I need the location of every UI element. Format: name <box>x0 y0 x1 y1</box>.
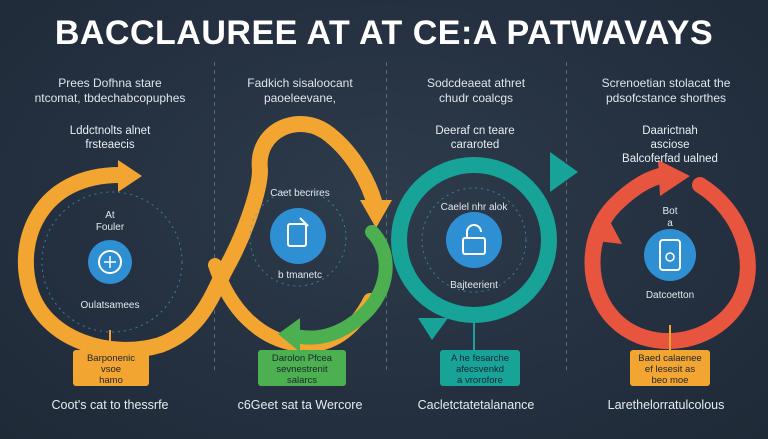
col1-badge: Barponenic vsoe hamo <box>73 350 149 386</box>
teal-ring <box>391 157 557 323</box>
col3-subheader-line: cararoted <box>450 139 500 151</box>
col1-subheader: Lddctnolts alnet frsteaecis <box>40 124 180 152</box>
col3-footer: Cacletctatetalanance <box>417 398 535 412</box>
col4-badge: Baed calaenee ef lesesit as beo moe <box>630 350 710 386</box>
green-arrowhead <box>278 318 300 352</box>
col4-subheader-line: Daarictnah <box>642 125 698 137</box>
col2-footer: c6Geet sat ta Wercore <box>237 398 363 412</box>
orange-arrowhead <box>118 160 142 192</box>
lock-icon <box>446 212 502 268</box>
col1-badge-line: vsoe <box>100 364 122 375</box>
col3-badge-line: afecsvenkd <box>455 364 505 375</box>
col3-upper-label: Caelel nhr alok <box>440 202 508 213</box>
orange-loop <box>17 167 233 358</box>
col1-header-line: Prees Dofhna stare <box>58 76 162 90</box>
col1-badge-line: Barponenic <box>86 353 136 364</box>
dashed-orbit <box>41 191 183 333</box>
column-divider <box>214 62 215 372</box>
column-divider <box>386 62 387 372</box>
col2-badge: Darolon Pfcea sevnestrenit salarcs <box>258 350 346 386</box>
col2-badge-line: Darolon Pfcea <box>271 353 333 364</box>
col2-badge-line: salarcs <box>286 375 318 386</box>
col3-header: Sodcdeaeat athret chudr coalcgs <box>388 76 564 106</box>
column-divider <box>566 62 567 372</box>
col4-lower-label: Datcoetton <box>645 290 695 301</box>
col3-header-line: chudr coalcgs <box>438 91 514 105</box>
col3-badge-line: a vrorofore <box>457 375 503 386</box>
green-arc <box>285 225 393 345</box>
col4-header: Screnoetian stolacat the pdsofcstance sh… <box>568 76 764 106</box>
teal-arrowhead-lower <box>418 318 448 340</box>
col1-footer: Coot's cat to thessrfe <box>51 398 169 412</box>
col4-subheader-line: asciose <box>650 139 690 151</box>
col3-subheader-line: Deeraf cn teare <box>435 125 515 137</box>
col1-header-line: ntcomat, tbdechabcopuphes <box>34 91 186 105</box>
orange-figure-eight <box>217 116 383 278</box>
col1-lower-label: Oulatsamees <box>80 300 140 311</box>
col3-subheader: Deeraf cn teare cararoted <box>410 124 540 152</box>
col1-subheader-line: Lddctnolts alnet <box>69 125 151 137</box>
col4-center-label: Bot a <box>630 206 710 230</box>
col2-upper-label: Caet becrires <box>270 188 330 199</box>
col4-center-label-line: Bot <box>662 206 678 217</box>
col2-lower-label: b tmanetc <box>278 270 322 281</box>
col4-badge-line: beo moe <box>651 375 689 386</box>
orange-arrowhead-2 <box>360 200 392 228</box>
red-ring <box>584 168 756 349</box>
dashed-orbit <box>421 187 527 293</box>
dashed-orbit <box>249 189 347 287</box>
col1-subheader-line: frsteaecis <box>85 139 135 151</box>
col4-badge-line: Baed calaenee <box>638 353 702 364</box>
col2-header-line: Fadkich sisaloocant <box>247 76 353 90</box>
col4-footer: Larethelorratulcolous <box>607 398 725 412</box>
brain-icon <box>88 240 132 284</box>
col3-badge-line: A he fesarche <box>450 353 510 364</box>
col4-center-label-line: a <box>667 218 673 229</box>
page-title: BACCLAUREE AT AT CE:A PATWAVAYS <box>54 14 714 52</box>
col1-header: Prees Dofhna stare ntcomat, tbdechabcopu… <box>12 76 208 106</box>
document-icon <box>270 208 326 264</box>
red-arrowhead <box>658 160 690 196</box>
col4-header-line: Screnoetian stolacat the <box>601 76 731 90</box>
col3-header-line: Sodcdeaeat athret <box>426 76 526 90</box>
col2-header-line: paoeleevane, <box>263 91 337 105</box>
col2-badge-line: sevnestrenit <box>276 364 328 375</box>
phone-icon <box>644 229 696 281</box>
col4-header-line: pdsofcstance shorthes <box>605 91 727 105</box>
col4-subheader: Daarictnah asciose Balcoferfad ualned <box>600 124 740 166</box>
col4-subheader-line: Balcoferfad ualned <box>622 153 718 165</box>
teal-arrowhead <box>550 152 578 192</box>
col1-badge-line: hamo <box>99 375 123 386</box>
col2-header: Fadkich sisaloocant paoeleevane, <box>216 76 384 106</box>
col4-badge-line: ef lesesit as <box>644 364 696 375</box>
col3-badge: A he fesarche afecsvenkd a vrorofore <box>440 350 520 386</box>
col1-center-label-line: Fouler <box>95 222 125 233</box>
col1-center-label-line: At <box>105 210 115 221</box>
col1-center-label: At Fouler <box>60 210 160 234</box>
red-arrowhead-left <box>588 214 622 244</box>
col3-lower-label: Bajteerient <box>450 280 498 291</box>
